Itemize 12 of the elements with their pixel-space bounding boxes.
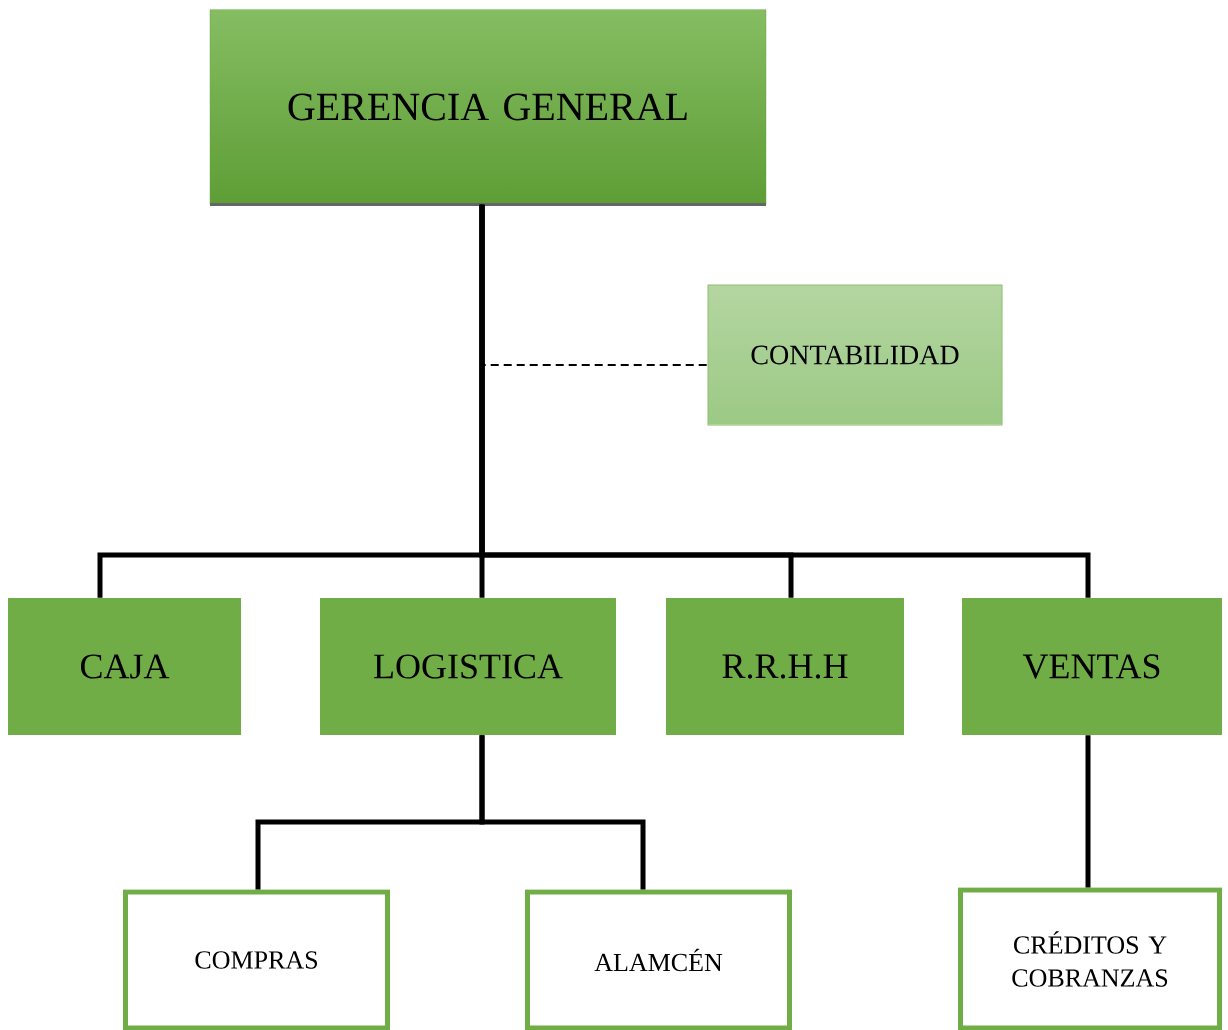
org-box: CRÉDITOS Y COBRANZAS [958, 887, 1222, 1030]
org-box: GERENCIA GENERAL [209, 9, 767, 206]
connector-line [1085, 735, 1091, 888]
org-box: R.R.H.H [666, 598, 904, 735]
org-box: COMPRAS [123, 889, 390, 1030]
org-box: CAJA [8, 598, 241, 735]
org-box: VENTAS [962, 598, 1222, 735]
org-box: ALAMCÉN [525, 889, 792, 1030]
org-box: CONTABILIDAD [707, 284, 1003, 426]
connector-line [479, 735, 646, 890]
connector-line [479, 204, 1091, 598]
org-box: LOGISTICA [320, 598, 616, 735]
